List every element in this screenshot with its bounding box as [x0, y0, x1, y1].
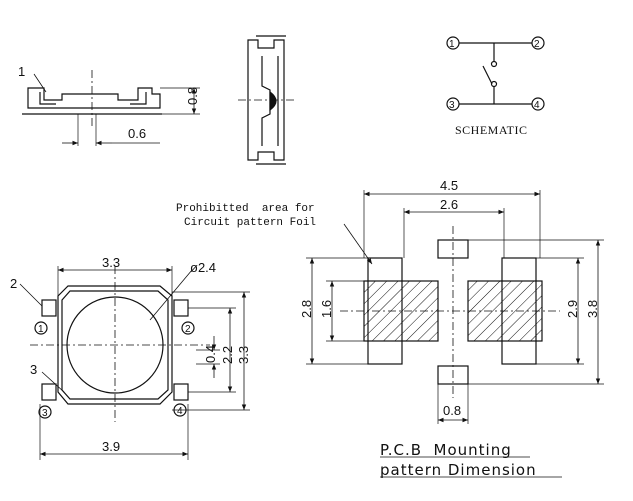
- pcb-pattern: [306, 190, 604, 478]
- top-pin-2: 2: [185, 324, 191, 335]
- pcb-title-line-1: P.C.B Mounting: [380, 441, 512, 459]
- schematic-label: SCHEMATIC: [455, 123, 528, 137]
- top-width-dim: 3.3: [102, 255, 120, 270]
- pcb-dim-2-9: 2.9: [565, 300, 580, 318]
- top-dim-3-9: 3.9: [102, 439, 120, 454]
- pcb-dim-0-8: 0.8: [443, 403, 461, 418]
- pcb-dim-3-8: 3.8: [585, 300, 600, 318]
- end-view: [238, 35, 294, 165]
- schematic-pin-3: 3: [449, 100, 455, 111]
- top-callout-3: 3: [30, 362, 37, 377]
- side-view: [22, 70, 200, 146]
- side-offset-dim: 0.6: [128, 126, 146, 141]
- pcb-dim-2-6: 2.6: [440, 197, 458, 212]
- top-dim-0-4: 0.4: [203, 345, 218, 363]
- prohibited-note-line-2: Circuit pattern Foil: [184, 217, 316, 229]
- top-callout-2: 2: [10, 276, 17, 291]
- schematic-pin-2: 2: [534, 39, 540, 50]
- pcb-title-line-2: pattern Dimension: [380, 461, 537, 479]
- top-dim-2-2: 2.2: [220, 346, 235, 364]
- top-diameter-dim: ø2.4: [190, 260, 216, 275]
- pcb-dim-2-8: 2.8: [299, 300, 314, 318]
- top-pin-4: 4: [177, 406, 183, 417]
- side-callout-1: 1: [18, 64, 25, 79]
- schematic-pin-1: 1: [449, 39, 455, 50]
- top-dim-3-3-vertical: 3.3: [236, 346, 251, 364]
- pcb-dim-4-5: 4.5: [440, 178, 458, 193]
- prohibited-note-line-1: Prohibitted area for: [176, 203, 315, 215]
- top-pin-1: 1: [38, 324, 44, 335]
- schematic-diagram: [446, 36, 545, 111]
- top-pin-3: 3: [42, 408, 48, 419]
- side-height-dim: 0.8: [185, 87, 200, 105]
- pcb-dim-1-6: 1.6: [319, 300, 334, 318]
- schematic-pin-4: 4: [534, 100, 540, 111]
- top-view: [19, 266, 250, 460]
